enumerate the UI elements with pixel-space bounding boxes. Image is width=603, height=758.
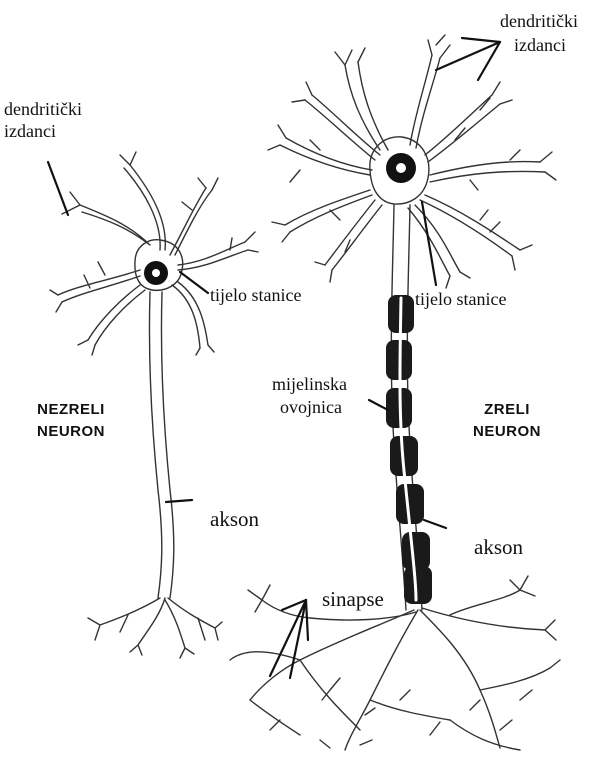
label-synapses: sinapse [322,588,384,610]
label-mature-neuron-line1: ZRELI [462,402,552,418]
label-cell-body-immature: tijelo stanice [210,286,301,305]
label-immature-neuron-line1: NEZRELI [26,402,116,418]
myelin-sheath [386,295,432,604]
label-axon-mature: akson [474,536,523,558]
immature-axon-terminals [88,598,222,658]
immature-axon [149,292,173,598]
label-dendrites-mature-line2: izdanci [514,36,566,55]
label-cell-body-mature: tijelo stanice [415,290,506,309]
label-myelin-line2: ovojnica [280,398,342,417]
mature-axon-terminals [230,576,560,750]
immature-cell-body [135,240,183,291]
label-mature-neuron-line2: NEURON [462,424,552,440]
label-dendrites-mature-line1: dendritički [500,12,578,31]
label-immature-neuron-line2: NEURON [26,424,116,440]
label-dendrites-immature-line1: dendritički [4,100,82,119]
label-myelin-line1: mijelinska [272,375,347,394]
leader-lines [48,38,500,678]
label-dendrites-immature-line2: izdanci [4,122,56,141]
immature-dendrites [50,152,258,355]
label-axon-immature: akson [210,508,259,530]
